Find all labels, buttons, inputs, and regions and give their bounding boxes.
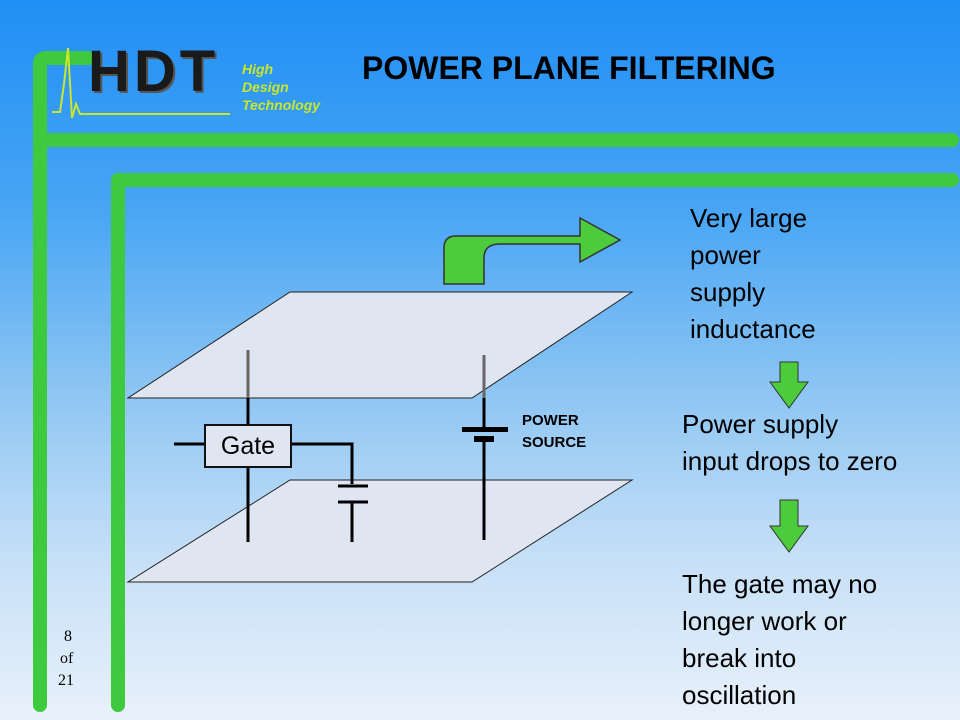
logo-waveform-icon xyxy=(52,47,230,119)
page-of: of xyxy=(60,650,74,667)
gate-label: Gate xyxy=(220,431,276,460)
down-arrow-icon-2 xyxy=(769,499,809,553)
logo-line-design: Design xyxy=(242,79,289,95)
down-arrow-icon-1 xyxy=(769,361,809,409)
bottom-ground-plane xyxy=(126,479,634,583)
gate-output-line xyxy=(292,442,354,484)
logo-mark: HDT xyxy=(88,39,220,104)
logo-line-high: High xyxy=(242,61,274,77)
inductance-arrow-icon xyxy=(443,216,622,285)
power-source-label: POWER SOURCE xyxy=(522,412,587,451)
page-current: 8 xyxy=(64,628,72,645)
gate-box: Gate xyxy=(204,424,292,468)
step2-text: Power supply input drops to zero xyxy=(682,409,898,476)
battery-short-plate xyxy=(474,436,494,442)
frame-decoration xyxy=(33,51,959,712)
battery-long-plate xyxy=(462,427,508,432)
slide-title: POWER PLANE FILTERING xyxy=(362,50,776,86)
top-power-plane xyxy=(126,291,634,399)
step3-text: The gate may no longer work or break int… xyxy=(682,569,878,710)
page-total: 21 xyxy=(58,672,74,689)
step1-text: Very large power supply inductance xyxy=(690,203,816,344)
logo-line-technology: Technology xyxy=(242,97,321,113)
